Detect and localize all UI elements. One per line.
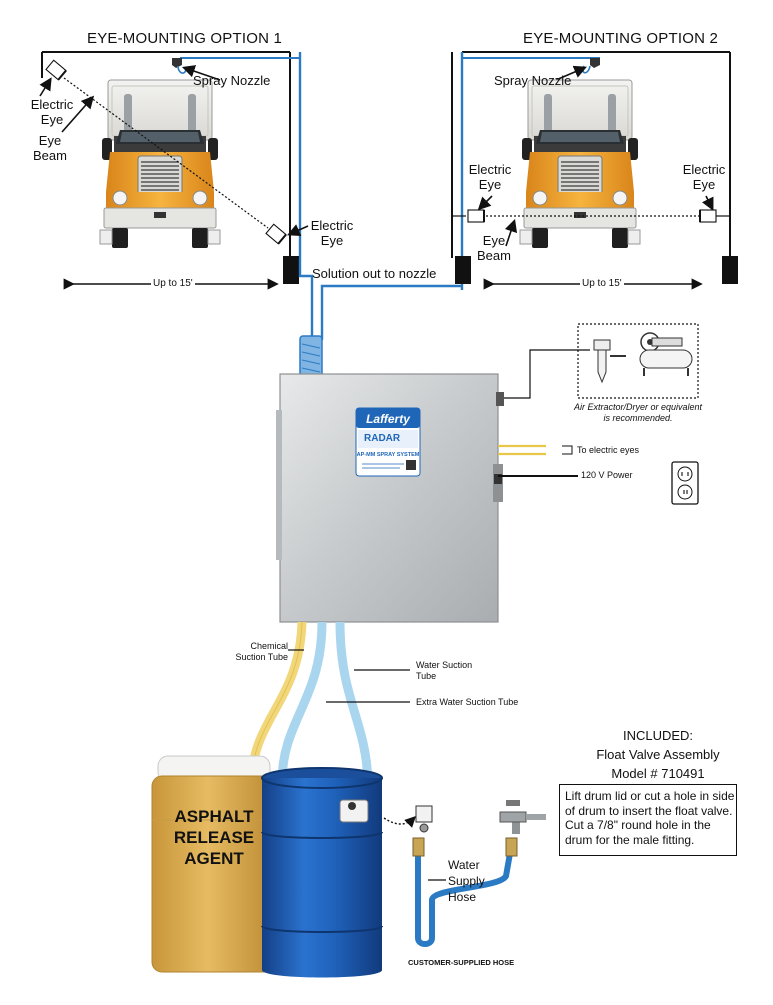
outlet-icon — [671, 461, 699, 505]
electric-eye-1b — [265, 223, 287, 245]
label-spray-nozzle-1: Spray Nozzle — [193, 73, 271, 88]
instructions-box: Lift drum lid or cut a hole in side of d… — [559, 784, 737, 856]
label-width-2: Up to 15' — [580, 278, 624, 290]
instruction-line: Lift drum lid or cut a hole in side — [565, 789, 735, 803]
eye-beam-1-arrow — [61, 95, 95, 133]
eye-beam-2-arrow — [504, 218, 518, 247]
label-width-1: Up to 15' — [151, 278, 195, 290]
cabinet-subtitle: AP-MM SPRAY SYSTEM — [357, 452, 420, 458]
air-line — [504, 349, 590, 399]
label-solution-out: Solution out to nozzle — [312, 266, 437, 281]
electric-eye-2b-arrow — [701, 195, 714, 211]
electric-eye-1a-arrow — [39, 77, 52, 97]
option2-frame — [451, 51, 738, 290]
label-customer-hose: CUSTOMER-SUPPLIED HOSE — [408, 958, 515, 967]
spray-nozzle-2-arrow — [555, 65, 587, 81]
heading-option-2: EYE-MOUNTING OPTION 2 — [523, 30, 719, 47]
air-extractor-box — [577, 323, 699, 399]
compressor-icon — [639, 332, 693, 376]
electric-eye-2b — [699, 209, 717, 223]
included-block: INCLUDED: Float Valve Assembly Model # 7… — [568, 726, 748, 783]
asphalt-release-agent-jug — [151, 755, 277, 973]
to-eyes-bracket — [562, 445, 573, 455]
included-item: Float Valve Assembly — [596, 747, 720, 762]
cabinet-brand: Lafferty — [366, 412, 411, 426]
water-drum — [261, 767, 383, 978]
solution-line — [298, 258, 462, 340]
included-model: Model # 710491 — [611, 766, 705, 781]
air-extractor-icon — [593, 339, 626, 384]
electric-eye-wires — [498, 444, 546, 456]
spray-nozzle-1 — [172, 58, 187, 74]
instruction-line: drum for the male fitting. — [565, 832, 695, 847]
instruction-line: of drum to insert the float valve. — [565, 803, 733, 818]
lafferty-label — [355, 407, 421, 477]
heading-option-1: EYE-MOUNTING OPTION 1 — [87, 30, 283, 47]
label-extra-water-tube: Extra Water Suction Tube — [416, 697, 519, 707]
faucet-icon — [499, 800, 546, 834]
spray-cabinet — [276, 335, 504, 623]
spray-nozzle-1-arrow — [181, 65, 221, 81]
electric-eye-1a — [45, 59, 67, 81]
cabinet-product: RADAR — [364, 433, 401, 444]
included-title: INCLUDED: — [622, 728, 694, 743]
instruction-line: Cut a 7/8" round hole in the — [565, 818, 711, 832]
electric-eye-1b-arrow — [287, 224, 309, 236]
truck-1 — [99, 79, 221, 249]
electric-eye-2a-arrow — [477, 195, 493, 211]
label-power: 120 V Power — [581, 470, 633, 480]
water-supply-hose — [412, 837, 518, 947]
spray-nozzle-2 — [582, 58, 600, 74]
option1-frame — [41, 51, 302, 284]
electric-eye-2a — [467, 209, 485, 223]
water-suction-tube — [277, 621, 327, 783]
truck-2 — [519, 79, 641, 249]
label-to-electric-eyes: To electric eyes — [577, 445, 640, 455]
label-spray-nozzle-2: Spray Nozzle — [494, 73, 572, 88]
float-valve-fitting — [383, 805, 433, 833]
extra-water-suction-tube — [335, 621, 373, 783]
